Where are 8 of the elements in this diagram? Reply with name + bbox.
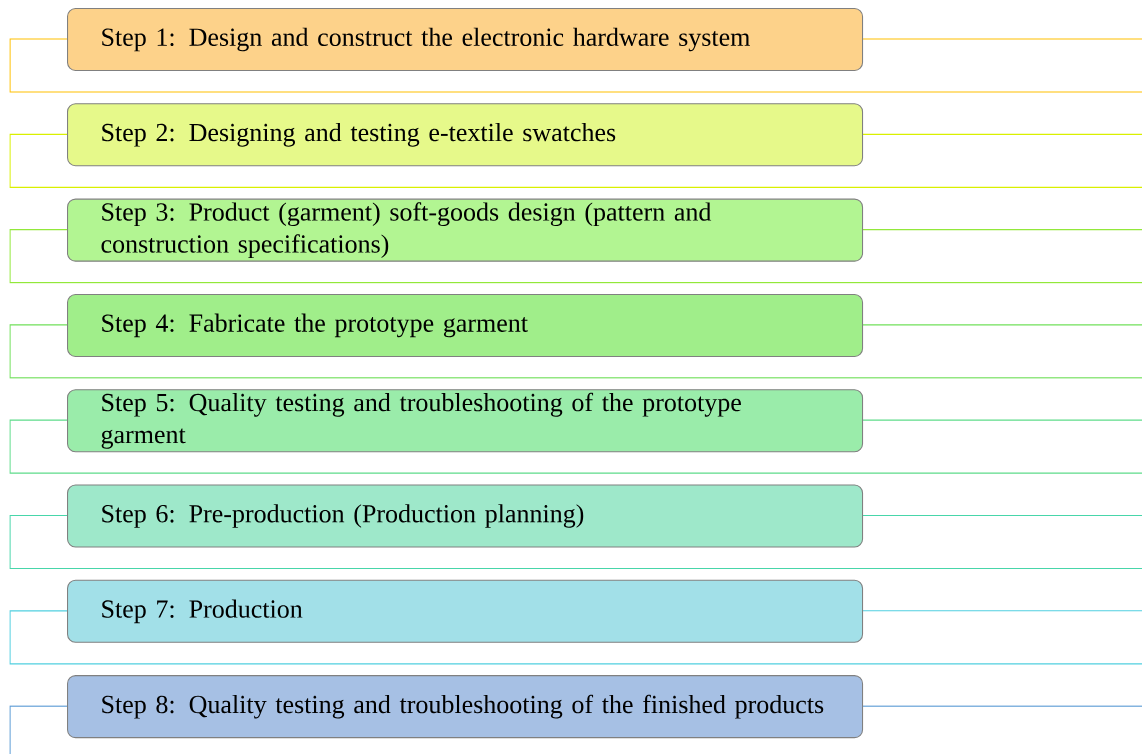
step-box: Step 3: Product (garment) soft-goods design (pattern and construction specifications): [67, 198, 864, 262]
step-box: Step 5: Quality testing and troubleshooting of the prototype garment: [67, 389, 864, 453]
step-box: Step 4: Fabricate the prototype garment: [67, 293, 864, 357]
step-box: Step 2: Designing and testing e-textile swatches: [67, 103, 864, 167]
step-box: Step 1: Design and construct the electronic hardware system: [67, 8, 864, 72]
step-box: Step 8: Quality testing and troubleshooting of the finished products: [67, 675, 864, 739]
step-box: Step 6: Pre-production (Production planning): [67, 484, 864, 548]
step-box: Step 7: Production: [67, 579, 864, 643]
